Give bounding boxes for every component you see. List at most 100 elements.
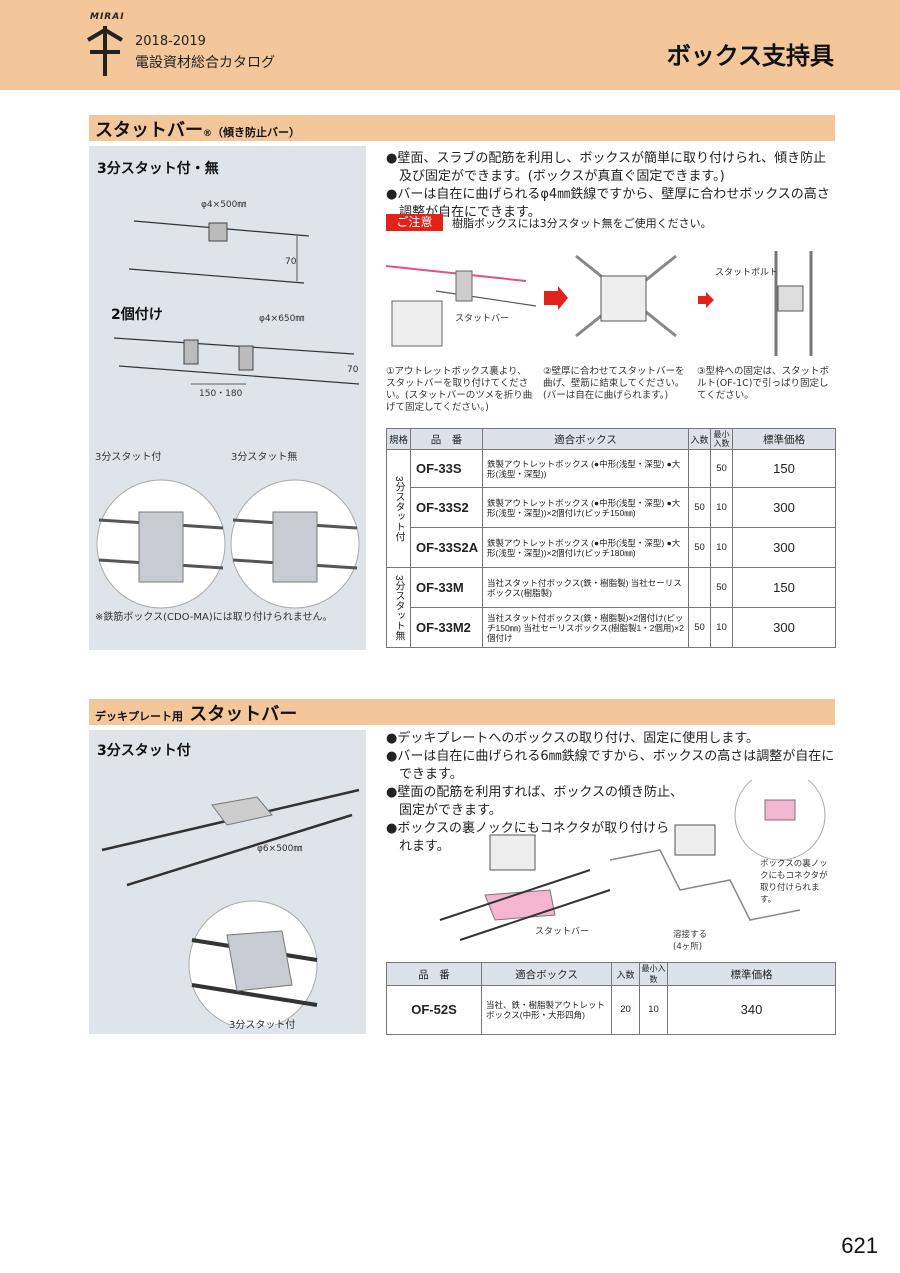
installation-diagrams (385, 251, 813, 356)
compatible-box: 鉄製アウトレットボックス (●中形(浅型・深型) ●大形(浅型・深型))×2個付… (482, 487, 689, 528)
product-table-2: 品 番 適合ボックス 入数 最小入数 標準価格 OF-52S 当社、鉄・樹脂製ア… (386, 962, 836, 1035)
step2-diagram (575, 254, 677, 338)
product-code: OF-33S2 (410, 487, 483, 528)
feature-line: 固定ができます。 (386, 803, 502, 818)
section-subtitle: （傾き防止バー） (212, 126, 300, 139)
diagram-label-weld: 溶接する(4ヶ所) (673, 930, 708, 952)
product-code: OF-33M2 (410, 607, 483, 648)
product-code: OF-33S2A (410, 527, 483, 568)
compatible-box: 当社スタット付ボックス(鉄・樹脂製)×2個付け(ピッチ150㎜) 当社セーリスボ… (482, 607, 689, 648)
feature-line: れます。 (386, 839, 450, 854)
table-row: OF-33S2 鉄製アウトレットボックス (●中形(浅型・深型) ●大形(浅型・… (387, 487, 836, 528)
table-row: 3分スタット付 OF-33S 鉄製アウトレットボックス (●中形(浅型・深型) … (386, 449, 836, 568)
step3-diagram (774, 251, 813, 356)
price: 300 (732, 607, 836, 648)
price: 150 (732, 567, 836, 608)
dim-label-70b: 70 (347, 365, 359, 375)
dim-label-500: φ4×500㎜ (201, 200, 247, 210)
quantity: 50 (688, 487, 711, 528)
price: 340 (667, 985, 836, 1035)
label-two-unit: 2個付け (111, 307, 163, 323)
diagram-label-knock: ボックスの裏ノックにもコネクタが取り付けられます。 (760, 859, 828, 905)
diagram-label-bolt: スタットボルト (715, 268, 779, 278)
arrow-icon (544, 286, 568, 310)
col-header-code: 品 番 (410, 428, 483, 450)
deck-installation-diagram (439, 780, 826, 941)
feature-line: ●デッキプレートへのボックスの取り付け、固定に使用します。 (386, 731, 760, 746)
group-label-without-stud: 3分スタット無 (386, 567, 411, 648)
price: 300 (732, 487, 836, 528)
dim-label-70a: 70 (285, 257, 297, 267)
step-2-caption: ②壁厚に合わせてスタットバーを曲げ、壁筋に結束してください。(バーは自在に曲げら… (543, 366, 685, 401)
feature-line: 及び固定ができます。(ボックスが真直ぐ固定できます。) (386, 169, 725, 184)
quantity (688, 567, 711, 608)
photo-label-with-stud: 3分スタット付 (229, 1020, 296, 1031)
photo-label-with-stud: 3分スタット付 (95, 452, 162, 463)
product-code: OF-52S (386, 985, 482, 1035)
product-code: OF-33S (410, 449, 483, 488)
feature-line: ●バーは自在に曲げられるφ4㎜鉄線ですから、壁厚に合わせボックスの高さ (386, 187, 830, 202)
compatible-box: 当社、鉄・樹脂製アウトレットボックス(中形・大形四角) (481, 985, 612, 1035)
catalog-year: 2018-2019 (135, 34, 206, 49)
feature-list-2: ●デッキプレートへのボックスの取り付け、固定に使用します。 ●バーは自在に曲げら… (386, 730, 836, 856)
group-label-with-stud: 3分スタット付 (386, 449, 411, 568)
dim-label-650: φ4×650㎜ (259, 314, 305, 324)
bar-diagram-single (128, 220, 310, 284)
step-1-caption: ①アウトレットボックス裏より、スタットバーを取り付けてください。(スタットバーの… (386, 366, 533, 413)
section-header-deck-stud-bar: デッキプレート用 スタットバー (89, 699, 835, 725)
deck-bar-image (101, 788, 360, 1025)
section-title: スタットバー (189, 704, 298, 725)
col-header-code: 品 番 (386, 962, 482, 986)
col-header-price: 標準価格 (732, 428, 836, 450)
table-row: 3分スタット無 OF-33M 当社スタット付ボックス(鉄・樹脂製) 当社セーリス… (386, 567, 836, 648)
catalog-title: 電設資材総合カタログ (135, 55, 275, 71)
col-header-spec: 規格 (386, 428, 411, 450)
feature-line: ●壁面の配筋を利用すれば、ボックスの傾き防止、 (386, 785, 683, 800)
price: 300 (732, 527, 836, 568)
caution-text: 樹脂ボックスには3分スタット無をご使用ください。 (452, 217, 712, 230)
col-header-box: 適合ボックス (481, 962, 612, 986)
price: 150 (732, 449, 836, 488)
compatible-box: 鉄製アウトレットボックス (●中形(浅型・深型) ●大形(浅型・深型)) (482, 449, 689, 488)
section-header-stud-bar: スタットバー®（傾き防止バー） (89, 115, 835, 141)
label-with-stud: 3分スタット付 (97, 743, 191, 759)
bar-diagram-double (113, 337, 360, 385)
quantity: 50 (688, 607, 711, 648)
section-title-prefix: デッキプレート用 (95, 710, 183, 723)
diagram-label-bar-2: スタットバー (535, 927, 590, 937)
caution-badge: ご注意 (386, 214, 443, 231)
compatible-box: 鉄製アウトレットボックス (●中形(浅型・深型) ●大形(浅型・深型))×2個付… (482, 527, 689, 568)
page-number: 621 (841, 1233, 878, 1258)
quantity: 20 (611, 985, 640, 1035)
min-quantity: 50 (710, 449, 733, 488)
registered-mark: ® (203, 129, 212, 139)
min-quantity: 10 (710, 487, 733, 528)
min-quantity: 10 (710, 527, 733, 568)
diagram-label-bar: スタットバー (455, 314, 510, 324)
feature-line: ●ボックスの裏ノックにもコネクタが取り付けら (386, 821, 670, 836)
quantity: 50 (688, 527, 711, 568)
compatible-box: 当社スタット付ボックス(鉄・樹脂製) 当社セーリスボックス(樹脂製) (482, 567, 689, 608)
brand-name: MIRAI (90, 12, 125, 22)
page-header: MIRAI 2018-2019 電設資材総合カタログ ボックス支持具 (0, 0, 900, 90)
col-header-min: 最小入数 (710, 428, 733, 450)
page-title: ボックス支持具 (666, 42, 834, 70)
step-3-caption: ③型枠への固定は、スタットボルト(OF-1C)で引っぱり固定してください。 (697, 366, 830, 401)
section-title: スタットバー (95, 120, 203, 141)
feature-list-1: ●壁面、スラブの配筋を利用し、ボックスが簡単に取り付けられ、傾き防止 及び固定が… (386, 150, 836, 222)
label-stud-with-without: 3分スタット付・無 (97, 161, 219, 177)
mirai-logo (86, 26, 124, 76)
min-quantity: 10 (639, 985, 668, 1035)
col-header-qty: 入数 (688, 428, 711, 450)
product-image-panel: 3分スタット付・無 φ4×500㎜ 70 2個付け φ4×650㎜ 70 150… (89, 146, 366, 650)
product-table-1: 規格 品 番 適合ボックス 入数 最小入数 標準価格 3分スタット付 OF-33… (386, 428, 836, 648)
feature-line: できます。 (386, 767, 463, 782)
closeup-photos (96, 479, 360, 609)
step1-diagram (385, 265, 537, 347)
table-row: OF-33M2 当社スタット付ボックス(鉄・樹脂製)×2個付け(ピッチ150㎜)… (387, 607, 836, 648)
arrow-icon (698, 292, 714, 308)
min-quantity: 10 (710, 607, 733, 648)
footnote: ※鉄筋ボックス(CDO-MA)には取り付けられません。 (95, 612, 333, 623)
table-row: OF-33S2A 鉄製アウトレットボックス (●中形(浅型・深型) ●大形(浅型… (387, 527, 836, 568)
product-code: OF-33M (410, 567, 483, 608)
